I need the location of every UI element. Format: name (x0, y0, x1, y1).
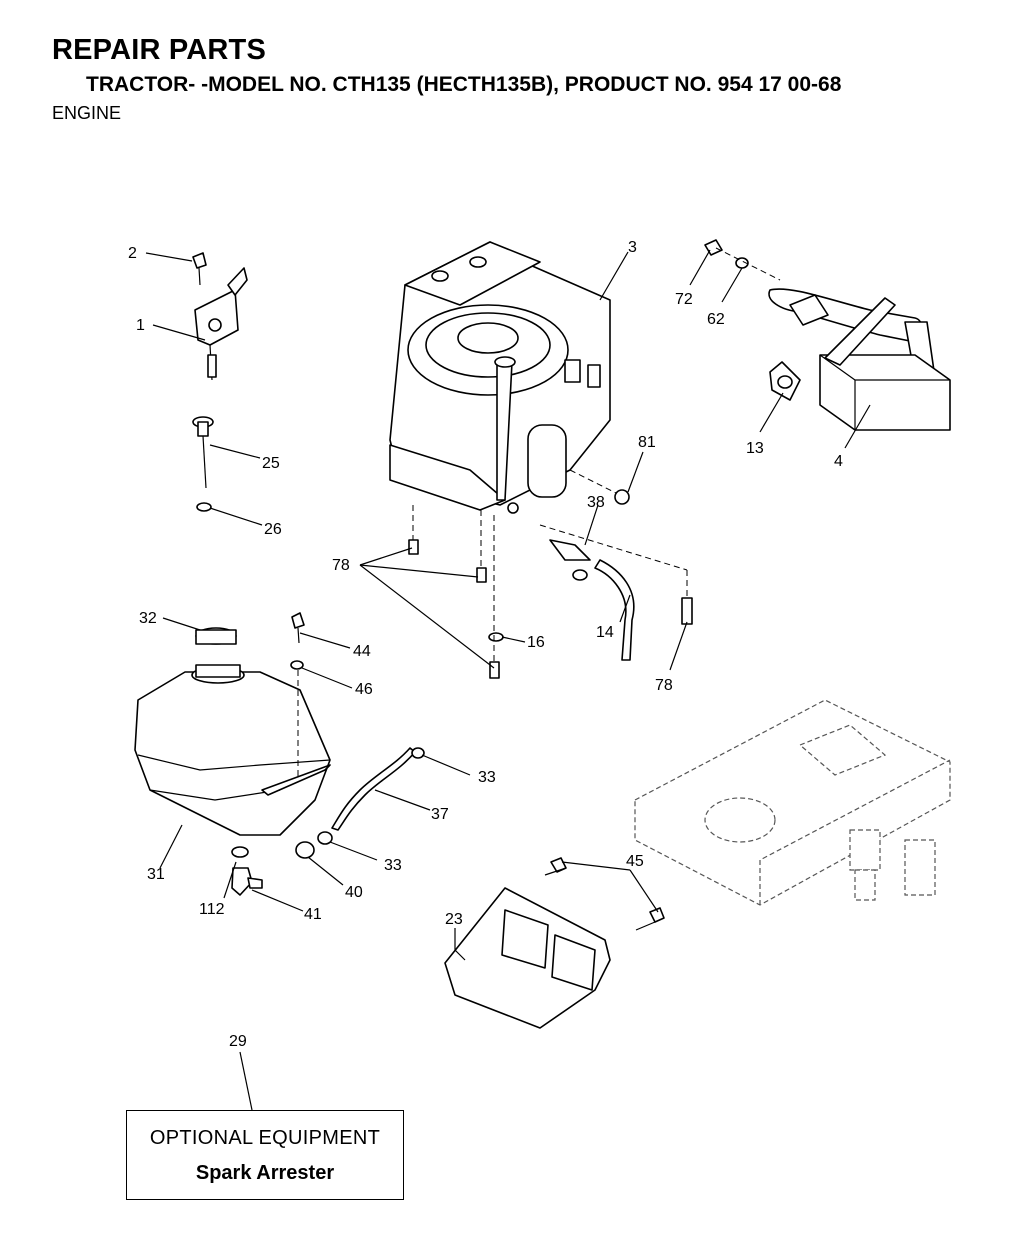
callout-33-top: 33 (478, 769, 496, 786)
callout-16: 16 (527, 634, 545, 651)
callout-112: 112 (199, 901, 225, 918)
fuel-tank-drawing (134, 612, 331, 836)
callout-26: 26 (264, 521, 282, 538)
optional-equipment-item: Spark Arrester (195, 1162, 335, 1184)
callout-33-bottom: 33 (384, 857, 402, 874)
optional-equipment-box: OPTIONAL EQUIPMENT Spark Arrester (126, 1110, 404, 1200)
callout-25: 25 (262, 455, 280, 472)
callout-29: 29 (229, 1033, 247, 1050)
fuel-hose-drawing (231, 747, 425, 896)
callout-23: 23 (445, 911, 463, 928)
callout-78-left: 78 (332, 557, 350, 574)
callout-62: 62 (707, 311, 725, 328)
leader-lines (145, 249, 871, 1111)
section-label: ENGINE (52, 103, 122, 123)
callout-81: 81 (638, 434, 656, 451)
dipstick-drawing (192, 416, 214, 512)
muffler-drawing (704, 239, 951, 431)
callout-14: 14 (596, 624, 614, 641)
chassis-frame-drawing (634, 699, 951, 906)
callout-78-right: 78 (655, 677, 673, 694)
callout-labels: 2 1 3 72 62 13 4 81 38 14 25 26 78 16 78… (128, 239, 843, 1050)
callout-40: 40 (345, 884, 363, 901)
callout-1: 1 (136, 317, 145, 334)
callout-41: 41 (304, 906, 322, 923)
page-title: REPAIR PARTS (52, 34, 267, 66)
callout-31: 31 (147, 866, 165, 883)
callout-37: 37 (431, 806, 449, 823)
callout-2: 2 (128, 245, 137, 262)
callout-13: 13 (746, 440, 764, 457)
callout-3: 3 (628, 239, 637, 256)
optional-equipment-heading: OPTIONAL EQUIPMENT (149, 1127, 381, 1149)
model-subtitle: TRACTOR- -MODEL NO. CTH135 (HECTH135B), … (86, 73, 842, 96)
engine-fasteners-drawing (408, 469, 693, 679)
callout-72: 72 (675, 291, 693, 308)
callout-32: 32 (139, 610, 157, 627)
callout-45: 45 (626, 853, 644, 870)
callout-4: 4 (834, 453, 843, 470)
engine-drawing (389, 241, 611, 514)
callout-38: 38 (587, 494, 605, 511)
callout-44: 44 (353, 643, 371, 660)
throttle-control-drawing (192, 252, 248, 381)
callout-46: 46 (355, 681, 373, 698)
heat-shield-drawing (444, 857, 665, 1029)
